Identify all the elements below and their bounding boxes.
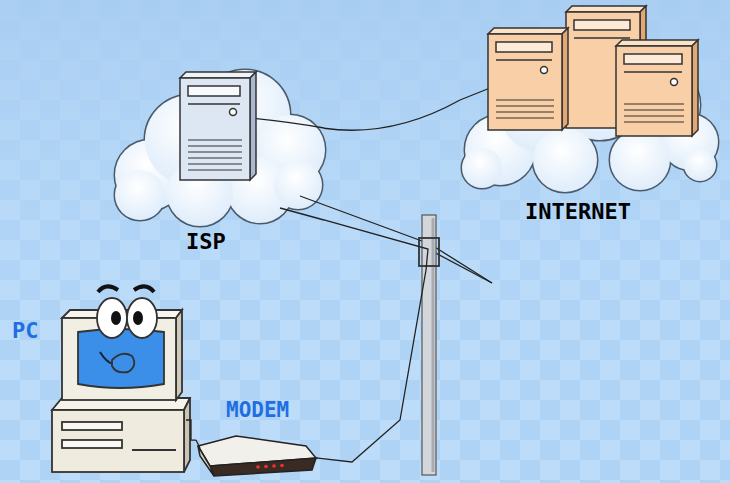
sky-wash [0,0,730,300]
isp-cloud [115,70,325,226]
cable [186,420,196,440]
modem-node: MODEM [196,395,318,477]
pc-computer [52,286,190,472]
node-label: PC [12,318,39,343]
node-label: INTERNET [525,199,631,224]
internet-servers [488,6,698,136]
internet-node: INTERNET [460,2,720,230]
cable [324,100,460,130]
pc-node: PC [8,275,186,475]
cable [318,220,428,462]
isp-node: ISP [112,62,324,258]
isp-server [180,72,256,180]
modem-device [196,436,316,476]
utility-pole [419,215,439,475]
node-label: MODEM [226,398,289,422]
node-label: ISP [186,229,226,254]
